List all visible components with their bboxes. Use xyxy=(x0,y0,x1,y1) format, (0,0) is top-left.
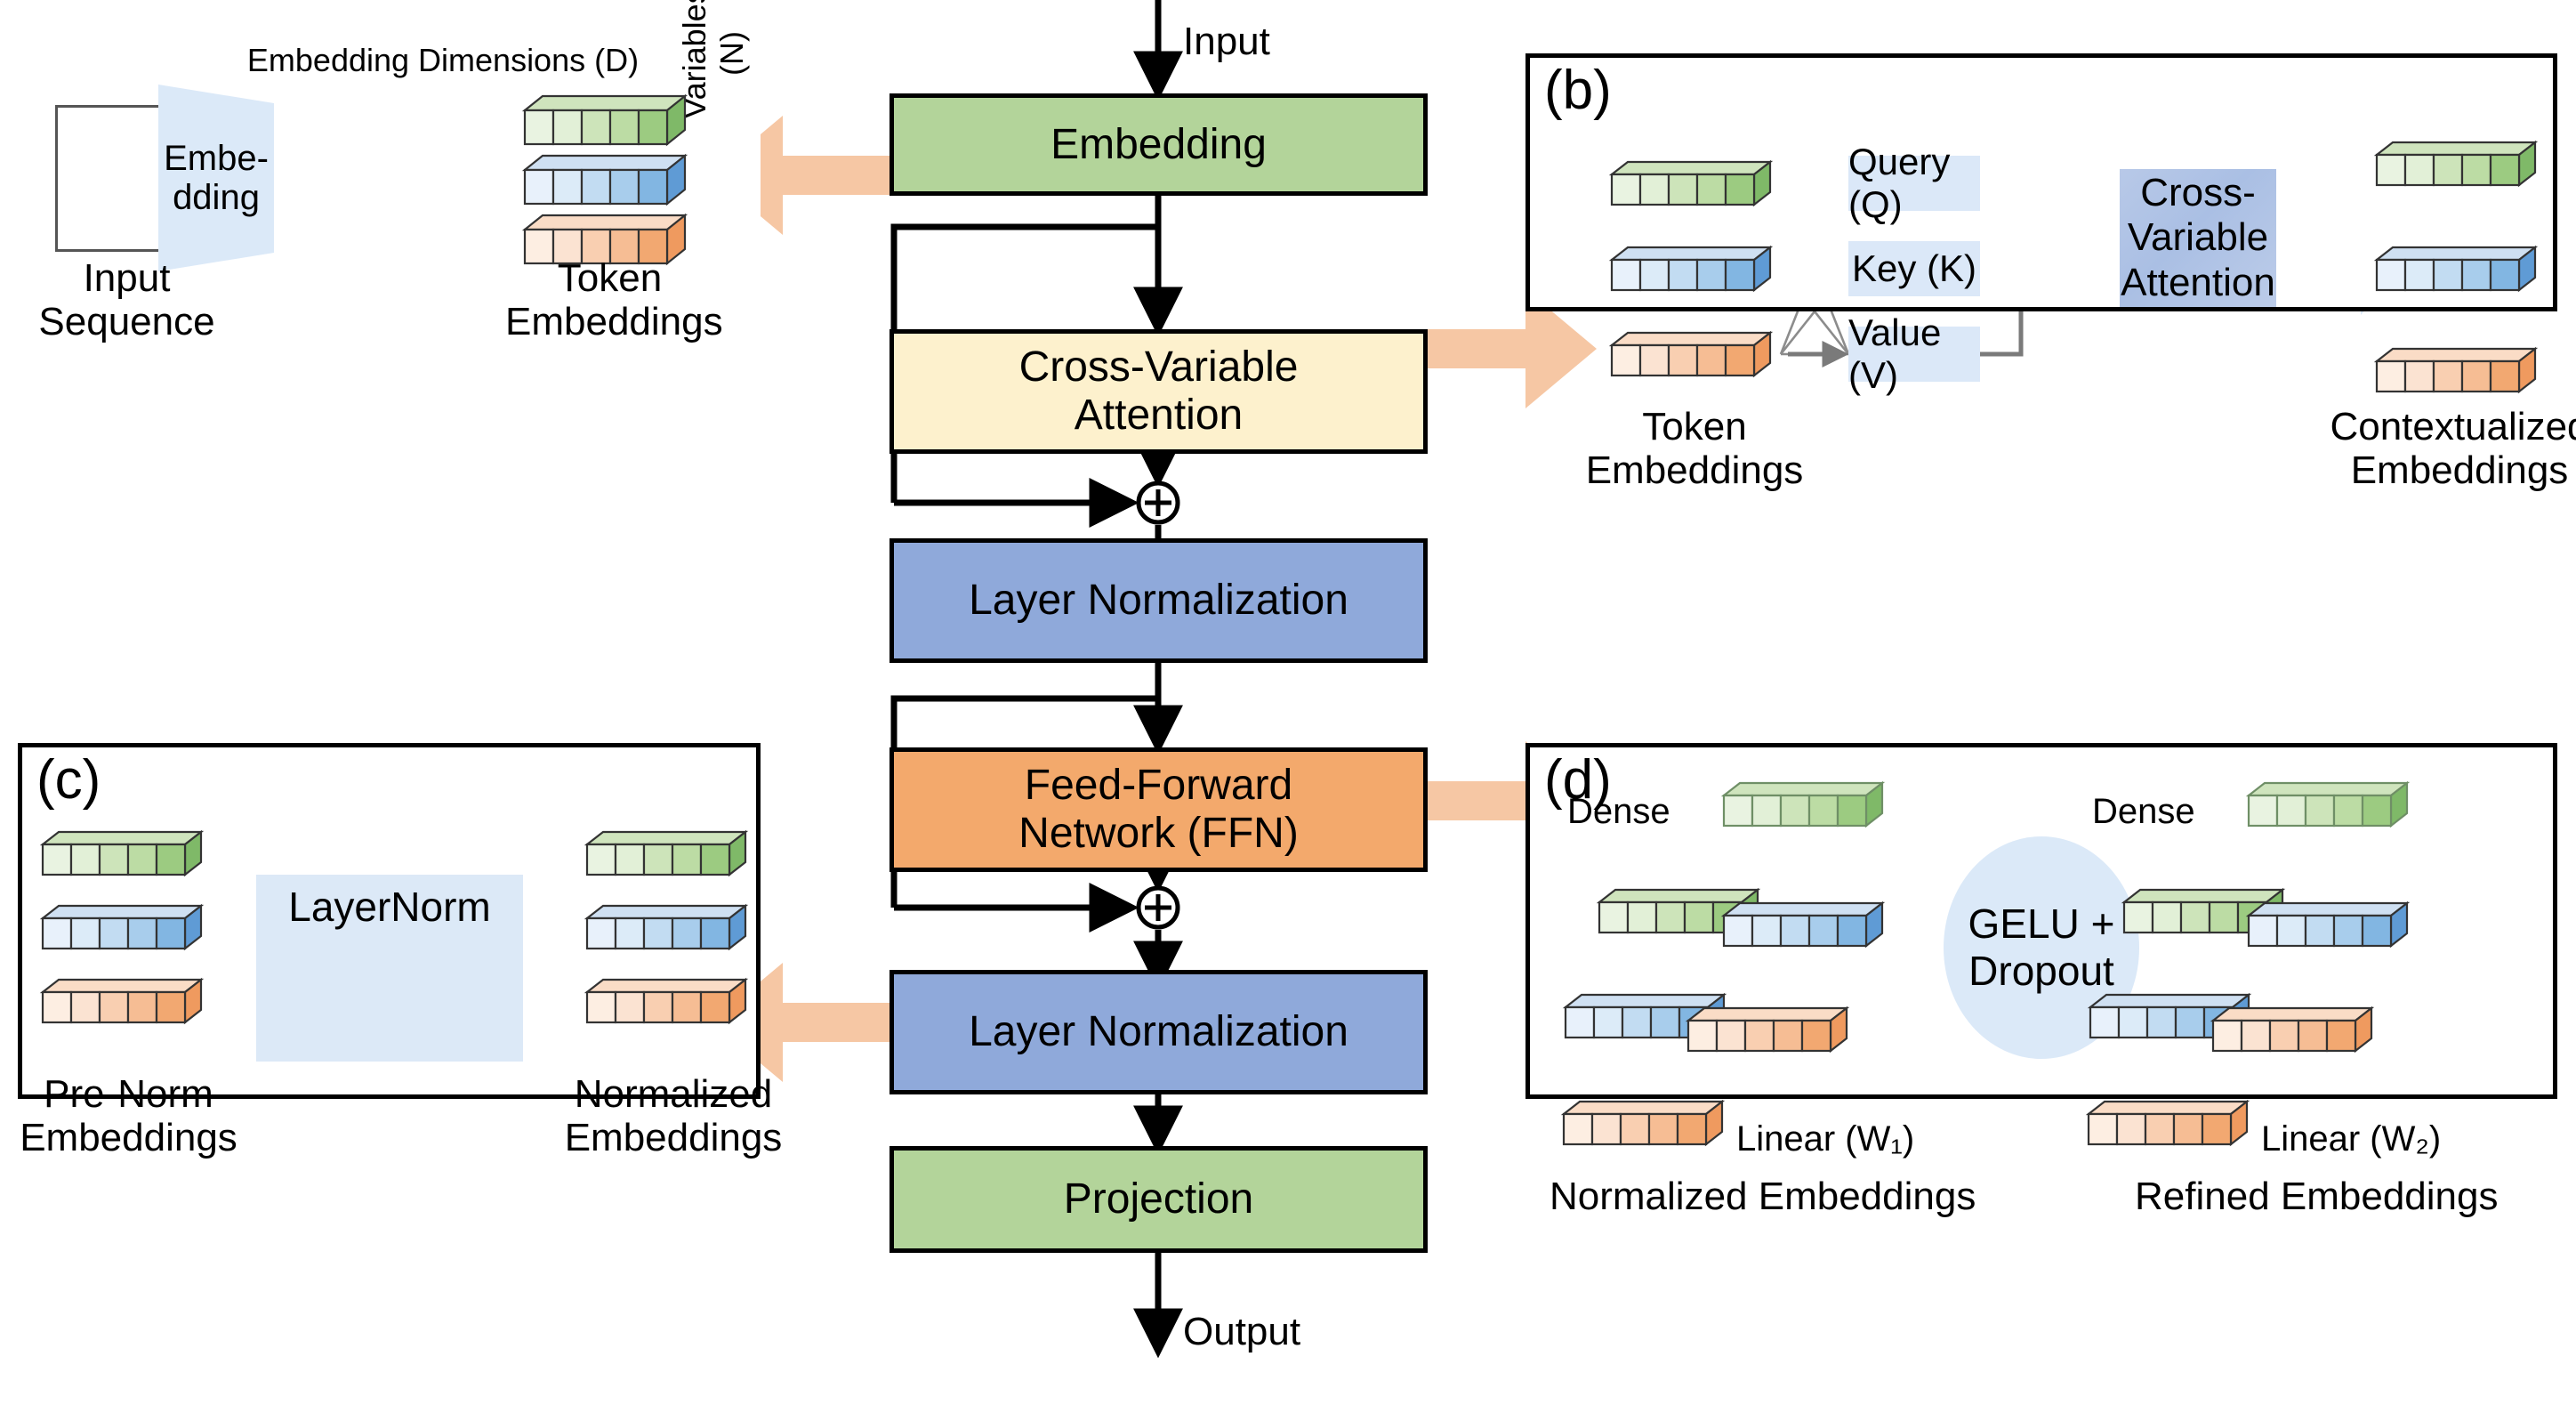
panel-a-output-caption: Token Embeddings xyxy=(505,256,723,344)
block-ln2-label: Layer Normalization xyxy=(969,1008,1348,1056)
panel-d-tag: (d) xyxy=(1544,749,1612,811)
token-bar-a-blue xyxy=(521,153,694,207)
cross-variable-attention-box[interactable]: Cross- Variable Attention xyxy=(2120,169,2276,307)
token-bar-b-in-blue xyxy=(1608,245,1781,294)
token-bar-b-out-green xyxy=(2373,140,2546,189)
embedding-trapezoid-label: Embe- dding xyxy=(164,139,269,217)
input-label: Input xyxy=(1183,20,1270,63)
residual-add-2 xyxy=(1136,885,1180,930)
block-projection[interactable]: Projection xyxy=(890,1146,1428,1253)
block-layer-normalization-2[interactable]: Layer Normalization xyxy=(890,970,1428,1094)
block-cross-variable-attention[interactable]: Cross-Variable Attention xyxy=(890,329,1428,454)
token-bar-d-l-bot-orange xyxy=(1685,1005,1857,1054)
token-bar-d-l-w1-orange xyxy=(1560,1099,1733,1148)
axis-d-label: Embedding Dimensions (D) xyxy=(246,42,640,78)
layernorm-label: LayerNorm xyxy=(288,884,491,930)
token-bar-c-in-blue xyxy=(39,903,212,952)
token-bar-a-orange xyxy=(521,213,694,267)
token-bar-c-in-orange xyxy=(39,977,212,1026)
residual-add-1 xyxy=(1136,480,1180,525)
block-cva-label: Cross-Variable Attention xyxy=(1018,343,1299,439)
token-bar-d-r-bot-orange xyxy=(2210,1005,2382,1054)
value-box[interactable]: Value (V) xyxy=(1848,311,1980,396)
key-box[interactable]: Key (K) xyxy=(1848,241,1980,296)
block-ln1-label: Layer Normalization xyxy=(969,577,1348,625)
key-label: Key (K) xyxy=(1851,247,1977,289)
token-bar-d-l-top-green xyxy=(1720,780,1893,829)
panel-d-output-caption: Refined Embeddings xyxy=(2135,1175,2499,1218)
block-layer-normalization-1[interactable]: Layer Normalization xyxy=(890,538,1428,663)
panel-b-tag: (b) xyxy=(1544,60,1612,121)
token-bar-a-green xyxy=(521,93,694,148)
token-bar-d-l-mid-blue xyxy=(1720,900,1893,949)
query-label: Query (Q) xyxy=(1848,141,1951,225)
block-embedding[interactable]: Embedding xyxy=(890,93,1428,196)
value-label: Value (V) xyxy=(1848,311,1942,396)
token-bar-b-in-green xyxy=(1608,159,1781,208)
token-bar-d-r-top-green xyxy=(2245,780,2418,829)
panel-b-input-caption: Token Embeddings xyxy=(1585,405,1804,493)
query-box[interactable]: Query (Q) xyxy=(1848,141,1980,225)
token-bar-c-in-green xyxy=(39,829,212,878)
panel-c-output-caption: Normalized Embeddings xyxy=(564,1072,783,1160)
panel-c-input-caption: Pre-Norm Embeddings xyxy=(20,1072,237,1160)
token-bar-c-out-orange xyxy=(584,977,756,1026)
dense-label-left: Dense xyxy=(1567,792,1670,831)
token-bar-d-r-mid-blue xyxy=(2245,900,2418,949)
linear-w2-label: Linear (W₂) xyxy=(2261,1119,2442,1159)
token-bar-c-out-green xyxy=(584,829,756,878)
token-bar-b-out-blue xyxy=(2373,245,2546,294)
token-bar-d-r-w2-orange xyxy=(2085,1099,2258,1148)
gelu-dropout-label: GELU + Dropout xyxy=(1968,900,2115,994)
embedding-trapezoid xyxy=(158,85,274,271)
block-embedding-label: Embedding xyxy=(1051,120,1267,168)
token-bar-b-out-orange xyxy=(2373,346,2546,395)
panel-d-input-caption: Normalized Embeddings xyxy=(1550,1175,1976,1218)
block-feed-forward-network[interactable]: Feed-Forward Network (FFN) xyxy=(890,747,1428,872)
layernorm-box[interactable] xyxy=(256,875,523,1062)
output-label: Output xyxy=(1183,1310,1301,1353)
token-bar-c-out-blue xyxy=(584,903,756,952)
dense-label-right: Dense xyxy=(2092,792,2195,831)
panel-a-input-caption: Input Sequence xyxy=(38,256,215,344)
token-bar-b-in-orange xyxy=(1608,330,1781,379)
block-ffn-label: Feed-Forward Network (FFN) xyxy=(1018,762,1299,857)
panel-c-tag: (c) xyxy=(36,749,101,811)
linear-w1-label: Linear (W₁) xyxy=(1736,1119,1915,1159)
cross-variable-attention-label: Cross- Variable Attention xyxy=(2121,170,2275,304)
panel-b-output-caption: Contextualized Embeddings xyxy=(2330,405,2576,493)
block-projection-label: Projection xyxy=(1063,1175,1254,1223)
